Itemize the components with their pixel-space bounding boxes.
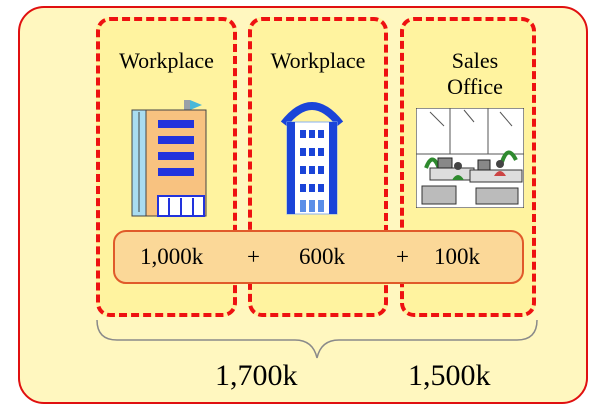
sales-office-value: 100k xyxy=(434,244,480,269)
workplace-1-title: Workplace xyxy=(119,48,214,73)
curly-brace xyxy=(96,319,538,359)
workplace-2-value: 600k xyxy=(299,244,345,269)
tower-building-icon xyxy=(280,102,344,215)
plus-operator-2: + xyxy=(396,244,409,269)
values-bar xyxy=(113,230,524,284)
sales-office-title: Sales Office xyxy=(447,48,503,99)
office-building-icon xyxy=(131,100,207,217)
total-right: 1,500k xyxy=(408,359,491,392)
total-all: 1,700k xyxy=(215,359,298,392)
workplace-1-value: 1,000k xyxy=(140,244,204,269)
sales-office-photo-icon xyxy=(416,108,524,208)
plus-operator-1: + xyxy=(247,244,260,269)
workplace-2-title: Workplace xyxy=(270,48,366,73)
